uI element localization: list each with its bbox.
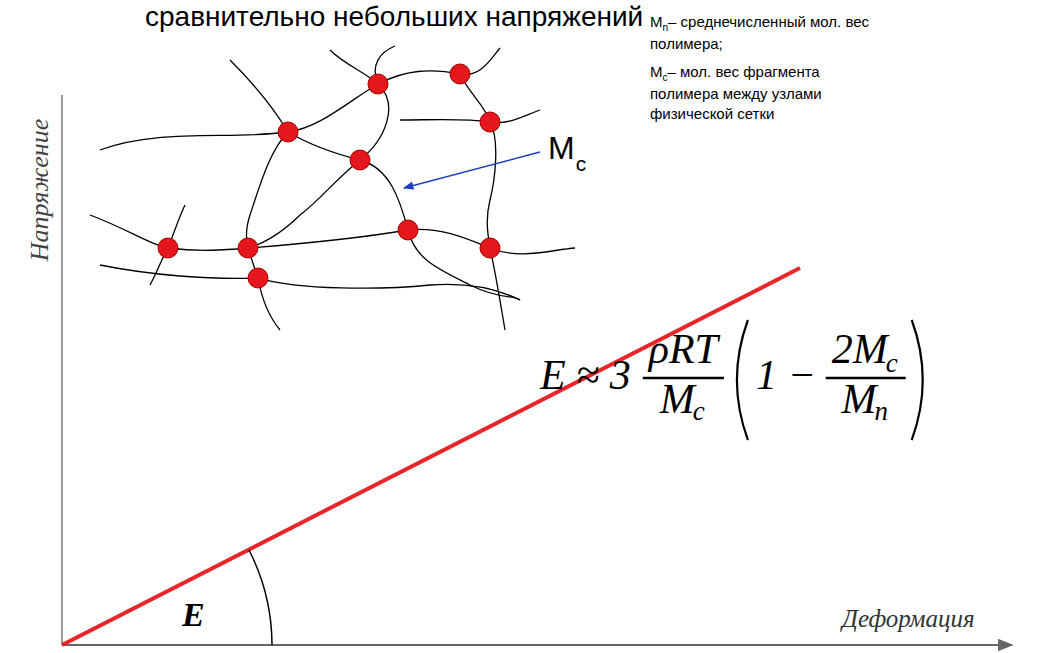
subscript: n: [874, 398, 888, 425]
formula-part: 2M: [832, 328, 888, 370]
pointer-arrow: [404, 152, 540, 188]
formula-part: 1 −: [756, 354, 816, 396]
symbol: M: [650, 13, 663, 30]
parenthesis: [737, 320, 748, 440]
angle-arc: [249, 550, 272, 645]
parenthesis: [912, 320, 923, 440]
modulus-label: E: [182, 598, 205, 632]
formula-part: M: [841, 378, 876, 420]
axis-label: Деформация: [842, 605, 975, 633]
note-text: – мол. вес фрагмента полимера между узла…: [650, 63, 822, 122]
symbol: M: [650, 63, 663, 80]
formula-part: E ≈ 3: [540, 354, 631, 396]
axis-label: Напряжение: [25, 119, 55, 261]
note: Mn– среднечисленный мол. вес полимера;: [650, 12, 878, 54]
polymer-network: [90, 46, 575, 330]
subscript: c: [693, 398, 705, 425]
formula-part: ρRT: [649, 328, 718, 370]
stress-strain-line: [62, 268, 800, 645]
subscript: c: [576, 153, 587, 174]
formula-strokes: [643, 320, 923, 440]
subscript: c: [886, 350, 898, 377]
subscript: n: [663, 22, 669, 33]
x-axis: [62, 644, 1012, 646]
slide-title: сравнительно небольших напряжений: [145, 1, 643, 33]
note: Mc– мол. вес фрагмента полимера между уз…: [650, 62, 878, 123]
y-axis: [61, 95, 63, 645]
formula-part: M: [660, 378, 695, 420]
network-label: M: [548, 132, 575, 164]
note-text: – среднечисленный мол. вес полимера;: [650, 13, 869, 52]
subscript: c: [663, 72, 668, 83]
